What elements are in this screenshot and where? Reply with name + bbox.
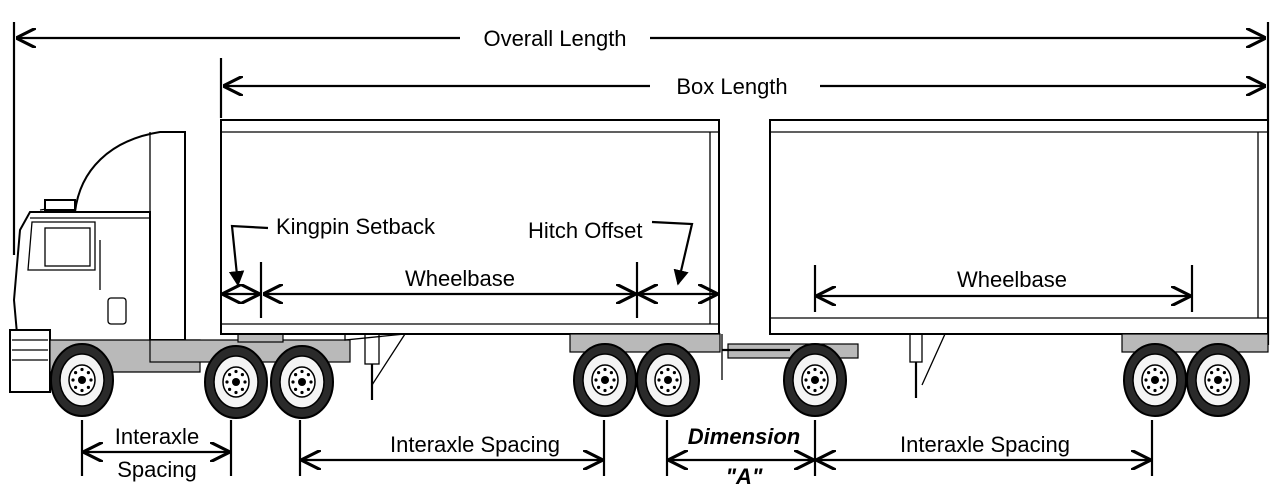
kingpin-setback-label: Kingpin Setback: [276, 214, 436, 239]
dimension-a: Dimension "A": [665, 420, 817, 489]
wheelbase-1-label: Wheelbase: [405, 266, 515, 291]
wheelbase-2-label: Wheelbase: [957, 267, 1067, 292]
wheelbase-1-dimension: Wheelbase: [265, 262, 639, 318]
wheel-front: [50, 343, 114, 417]
wheel-trailer1: [573, 343, 637, 417]
box-length-dimension: Box Length: [219, 58, 1264, 118]
wheel-trailer2: [1186, 343, 1250, 417]
interaxle-spacing-trailer-1-dimension: Interaxle Spacing: [298, 420, 606, 476]
hitch-offset-label: Hitch Offset: [528, 218, 643, 243]
wheels: [50, 343, 1250, 419]
kingpin-setback-dimension: Kingpin Setback: [224, 214, 436, 318]
interaxle-spacing-tractor-dimension: Interaxle Spacing: [80, 420, 233, 482]
overall-length-label: Overall Length: [483, 26, 626, 51]
wheelbase-2-dimension: Wheelbase: [813, 265, 1194, 312]
wheel-dolly: [783, 343, 847, 417]
wheel-trailer2: [1123, 343, 1187, 417]
interaxle-trailer-2-label: Interaxle Spacing: [900, 432, 1070, 457]
wheel-drive: [270, 345, 334, 419]
dimension-a-label-1: Dimension: [688, 424, 800, 449]
wheel-trailer1: [636, 343, 700, 417]
wheel-drive: [204, 345, 268, 419]
interaxle-tractor-label-1: Interaxle: [115, 424, 199, 449]
overall-length-dimension: Overall Length: [12, 22, 1270, 345]
dimension-a-label-2: "A": [726, 464, 763, 489]
box-length-label: Box Length: [676, 74, 787, 99]
interaxle-spacing-trailer-2-dimension: Interaxle Spacing: [818, 420, 1154, 476]
interaxle-tractor-label-2: Spacing: [117, 457, 197, 482]
tractor-cab: [9, 131, 351, 393]
interaxle-trailer-1-label: Interaxle Spacing: [390, 432, 560, 457]
hitch-offset-dimension: Hitch Offset: [528, 218, 716, 294]
